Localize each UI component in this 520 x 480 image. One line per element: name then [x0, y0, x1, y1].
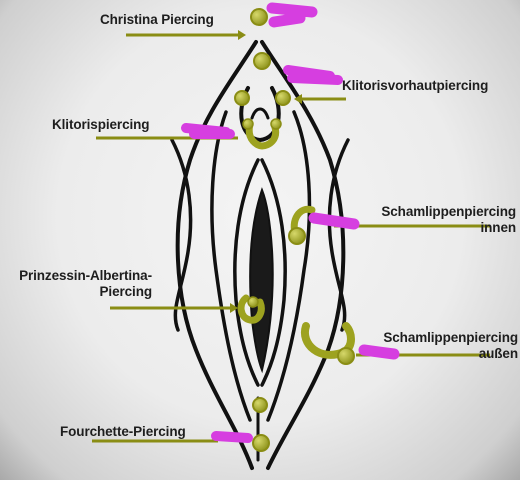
outer-outline-left [175, 40, 258, 470]
pointer-lines [92, 30, 490, 443]
klitoris-ring [245, 120, 279, 150]
christina-ball-bottom [253, 52, 271, 70]
label-schamlippen-aussen-line1: Schamlippenpiercing [383, 330, 518, 345]
right-inner-fold [266, 110, 312, 422]
censor-mark-klitorisvorhaut [283, 65, 343, 85]
censor-mark-fourchette [211, 431, 253, 443]
right-inner-lip [260, 158, 287, 387]
label-klitorisvorhautpiercing: Klitorisvorhautpiercing [342, 78, 489, 93]
label-schamlippen-innen-line1: Schamlippenpiercing [381, 204, 516, 219]
label-klitorispiercing: Klitorispiercing [52, 117, 150, 132]
pointer-prinzessin-arrowhead [230, 303, 238, 313]
left-inner-lip [233, 158, 260, 387]
prinzessin-ring [237, 294, 265, 324]
fourchette-ball-bottom [252, 434, 270, 452]
left-leaf [170, 138, 193, 332]
prinzessin-ball [247, 296, 259, 308]
censor-mark-christina [266, 2, 318, 28]
pointer-klitorisvorhaut-arrowhead [294, 94, 302, 104]
label-fourchette-piercing: Fourchette-Piercing [60, 424, 186, 439]
jewelry [234, 8, 355, 452]
label-prinzessin-albertina-piercing: Prinzessin-Albertina- Piercing [4, 268, 152, 300]
label-schamlippenpiercing-aussen: Schamlippenpiercing außen [368, 330, 518, 362]
pointer-christina-arrowhead [238, 30, 246, 40]
outer-labia-ball [337, 347, 355, 365]
klitoris-ring-ball-right [270, 118, 282, 130]
vaginal-opening [249, 187, 274, 374]
right-leaf [327, 138, 350, 332]
hood-curve [239, 86, 281, 143]
censor-marks [181, 2, 400, 443]
christina-ball-top [250, 8, 268, 26]
hood-ball-left [234, 90, 250, 106]
label-prinzessin-line1: Prinzessin-Albertina- [19, 268, 152, 283]
fourchette-ball-top [252, 397, 268, 413]
censor-mark-schamlippen-innen [308, 212, 360, 230]
label-christina-piercing: Christina Piercing [100, 12, 214, 27]
label-schamlippen-innen-line2: innen [480, 220, 517, 235]
label-schamlippenpiercing-innen: Schamlippenpiercing innen [360, 204, 516, 236]
censor-mark-klitoris [181, 123, 235, 139]
hood-ball-right [275, 90, 291, 106]
label-schamlippen-aussen-line2: außen [478, 346, 518, 361]
censor-mark-schamlippen-aussen [358, 344, 400, 360]
hood-cap [250, 107, 270, 120]
left-inner-fold [210, 110, 252, 422]
klitoris-ring-ball-left [242, 118, 254, 130]
label-prinzessin-line2: Piercing [99, 284, 153, 299]
inner-labia-ball [288, 227, 306, 245]
